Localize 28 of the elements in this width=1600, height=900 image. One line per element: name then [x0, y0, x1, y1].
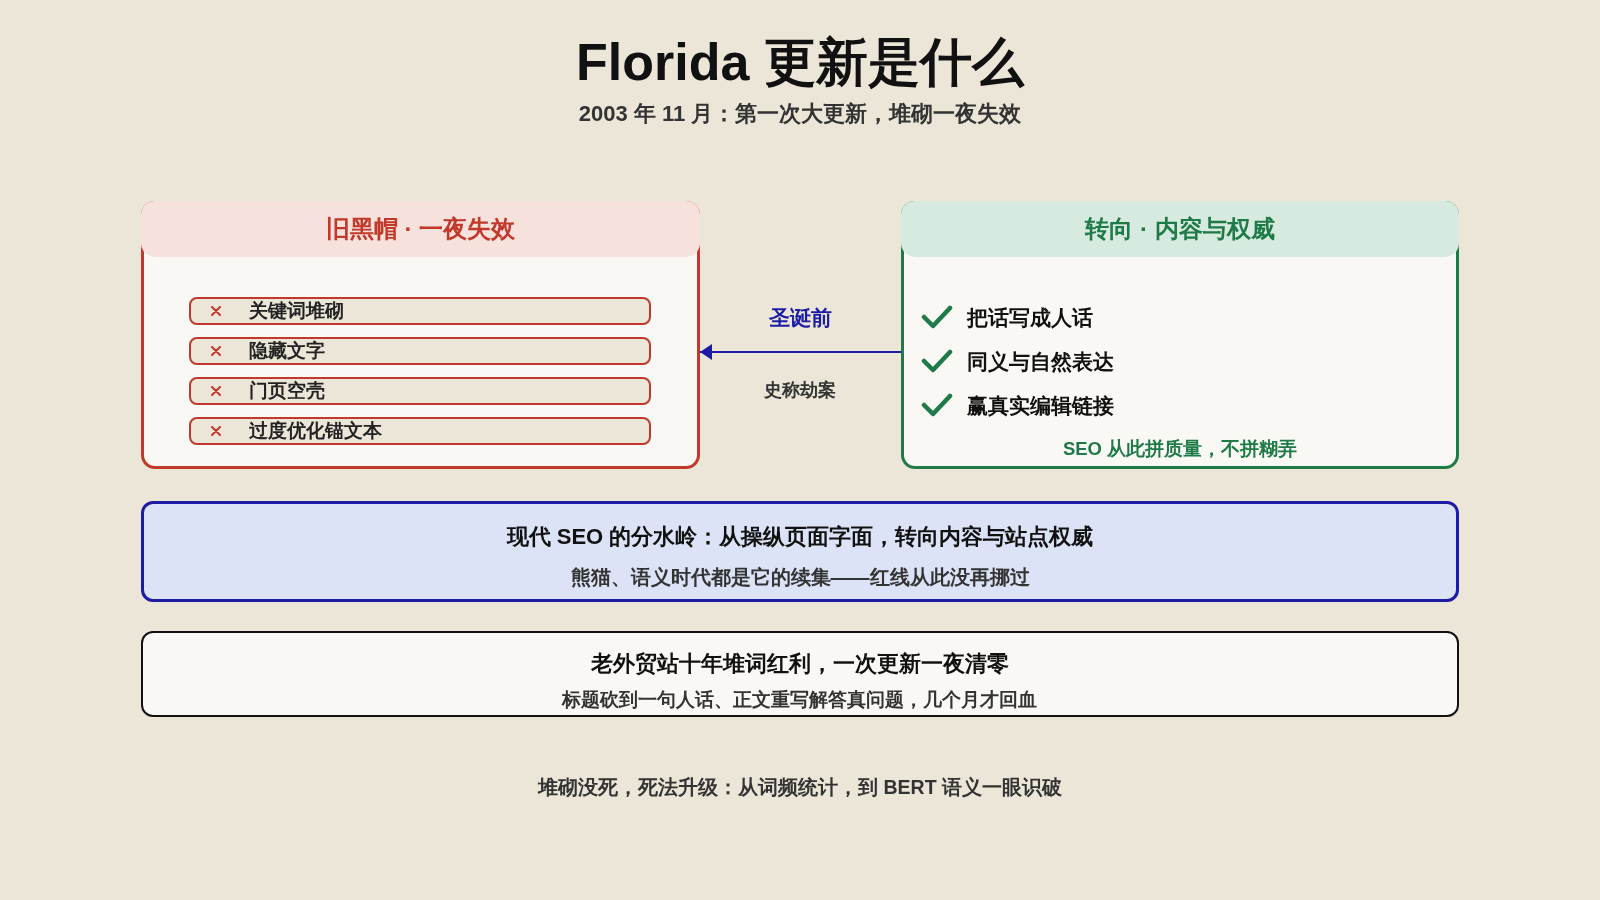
- footnote: 堆砌没死，死法升级：从词频统计，到 BERT 语义一眼识破: [538, 774, 1062, 800]
- footer-text: SEO 从此拼质量，不拼糊弄: [1062, 437, 1298, 461]
- item-text: 赢真实编辑链接: [967, 392, 1114, 419]
- arrow: [699, 344, 902, 360]
- title: Florida 更新是什么: [576, 32, 1024, 93]
- item-text: 同义与自然表达: [967, 348, 1114, 375]
- side-note: 史称劫案: [764, 378, 836, 402]
- item-box: [189, 297, 651, 325]
- item-text: 过度优化锚文本: [249, 419, 382, 443]
- card: [901, 201, 1459, 469]
- item-text: 关键词堆砌: [249, 299, 344, 323]
- heading-text: 老外贸站十年堆词红利，一次更新一夜清零: [590, 649, 1009, 678]
- item-text: 门页空壳: [249, 379, 325, 403]
- item-box: [189, 337, 651, 365]
- item-box: [189, 417, 651, 445]
- body-text: 标题砍到一句人话、正文重写解答真问题，几个月才回血: [562, 688, 1037, 712]
- item-text: 隐藏文字: [249, 339, 325, 363]
- body-text: 熊猫、语义时代都是它的续集——红线从此没再挪过: [570, 564, 1030, 590]
- card-header: 旧黑帽 · 一夜失效: [141, 201, 700, 257]
- edge-label: 圣诞前: [769, 304, 832, 331]
- card: [141, 201, 700, 469]
- item-box: [189, 377, 651, 405]
- item-text: 把话写成人话: [967, 304, 1093, 331]
- callout-box: [141, 501, 1459, 602]
- card-header: 转向 · 内容与权威: [901, 201, 1459, 257]
- subtitle: 2003 年 11 月：第一次大更新，堆砌一夜失效: [578, 99, 1022, 128]
- heading-text: 现代 SEO 的分水岭：从操纵页面字面，转向内容与站点权威: [506, 522, 1094, 551]
- callout-box: [141, 631, 1459, 717]
